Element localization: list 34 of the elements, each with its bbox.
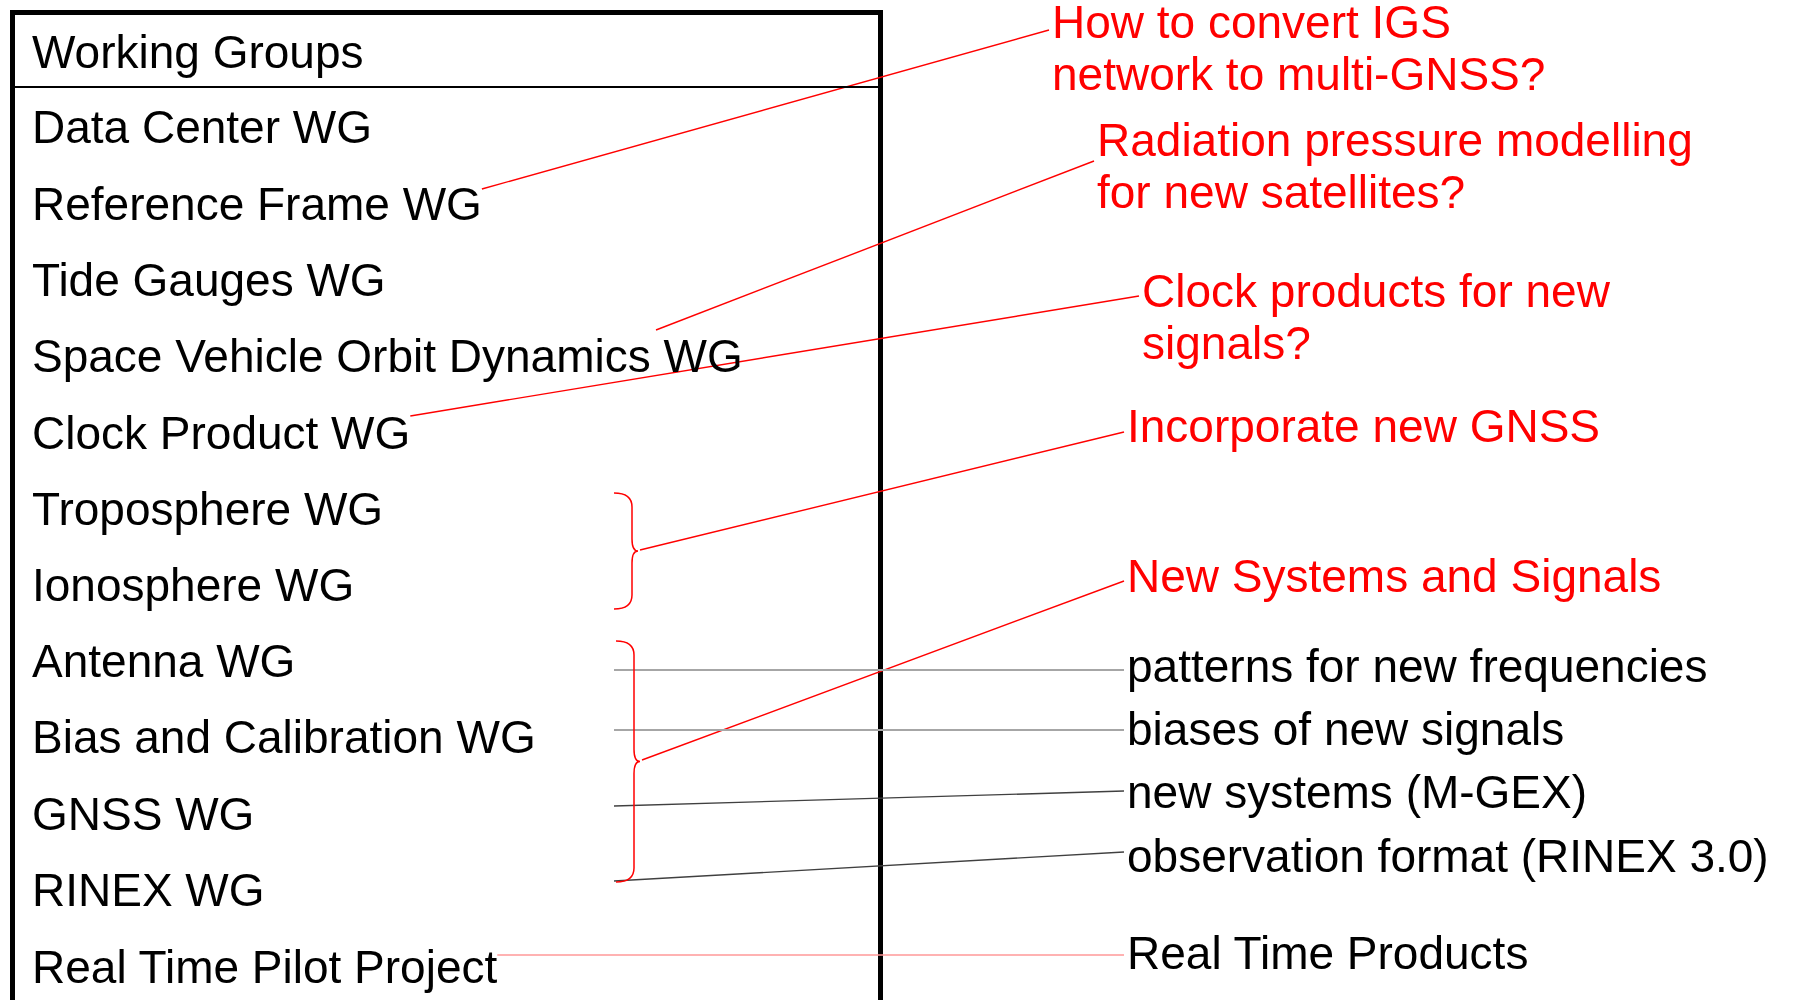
annotation-text: New Systems and Signals [1127,550,1662,602]
list-item-text: Data Center WG [32,101,372,153]
panel-heading: Working Groups [15,15,878,88]
annotation-text: How to convert IGS network to multi-GNSS? [1052,0,1582,100]
list-item-text: Space Vehicle Orbit Dynamics WG [32,330,743,382]
list-item-text: RINEX WG [32,864,265,916]
leader-line [409,295,1140,417]
leader-line [655,160,1095,331]
annotation-text: biases of new signals [1127,703,1565,755]
list-item-text: Tide Gauges WG [32,254,386,306]
leader-line [481,29,1050,190]
list-item-text: Reference Frame WG [32,178,482,230]
leader-line [613,851,1125,882]
annotation-text: Real Time Products [1127,927,1529,979]
list-item-text: Ionosphere WG [32,559,355,611]
leader-line [613,729,1125,731]
leader-line [613,669,1125,671]
list-item-text: Real Time Pilot Project [32,941,498,993]
leader-line [613,790,1125,807]
annotation-text: Clock products for new signals? [1142,265,1662,369]
list-item-text: Antenna WG [32,635,296,687]
leader-line [496,954,1125,956]
list-panel [10,10,883,1000]
leader-line [639,431,1125,551]
annotation-text: observation format (RINEX 3.0) [1127,830,1769,882]
list-item-text: GNSS WG [32,788,255,840]
annotation-text: Radiation pressure modelling for new satellites? [1097,114,1737,218]
list-item-text: Troposphere WG [32,483,384,535]
annotation-text: Incorporate new GNSS [1127,400,1600,452]
leader-line [641,580,1125,761]
annotation-text: patterns for new frequencies [1127,640,1708,692]
list-item-text: Bias and Calibration WG [32,711,536,763]
annotation-text: new systems (M-GEX) [1127,766,1588,818]
list-item-text: Clock Product WG [32,407,411,459]
